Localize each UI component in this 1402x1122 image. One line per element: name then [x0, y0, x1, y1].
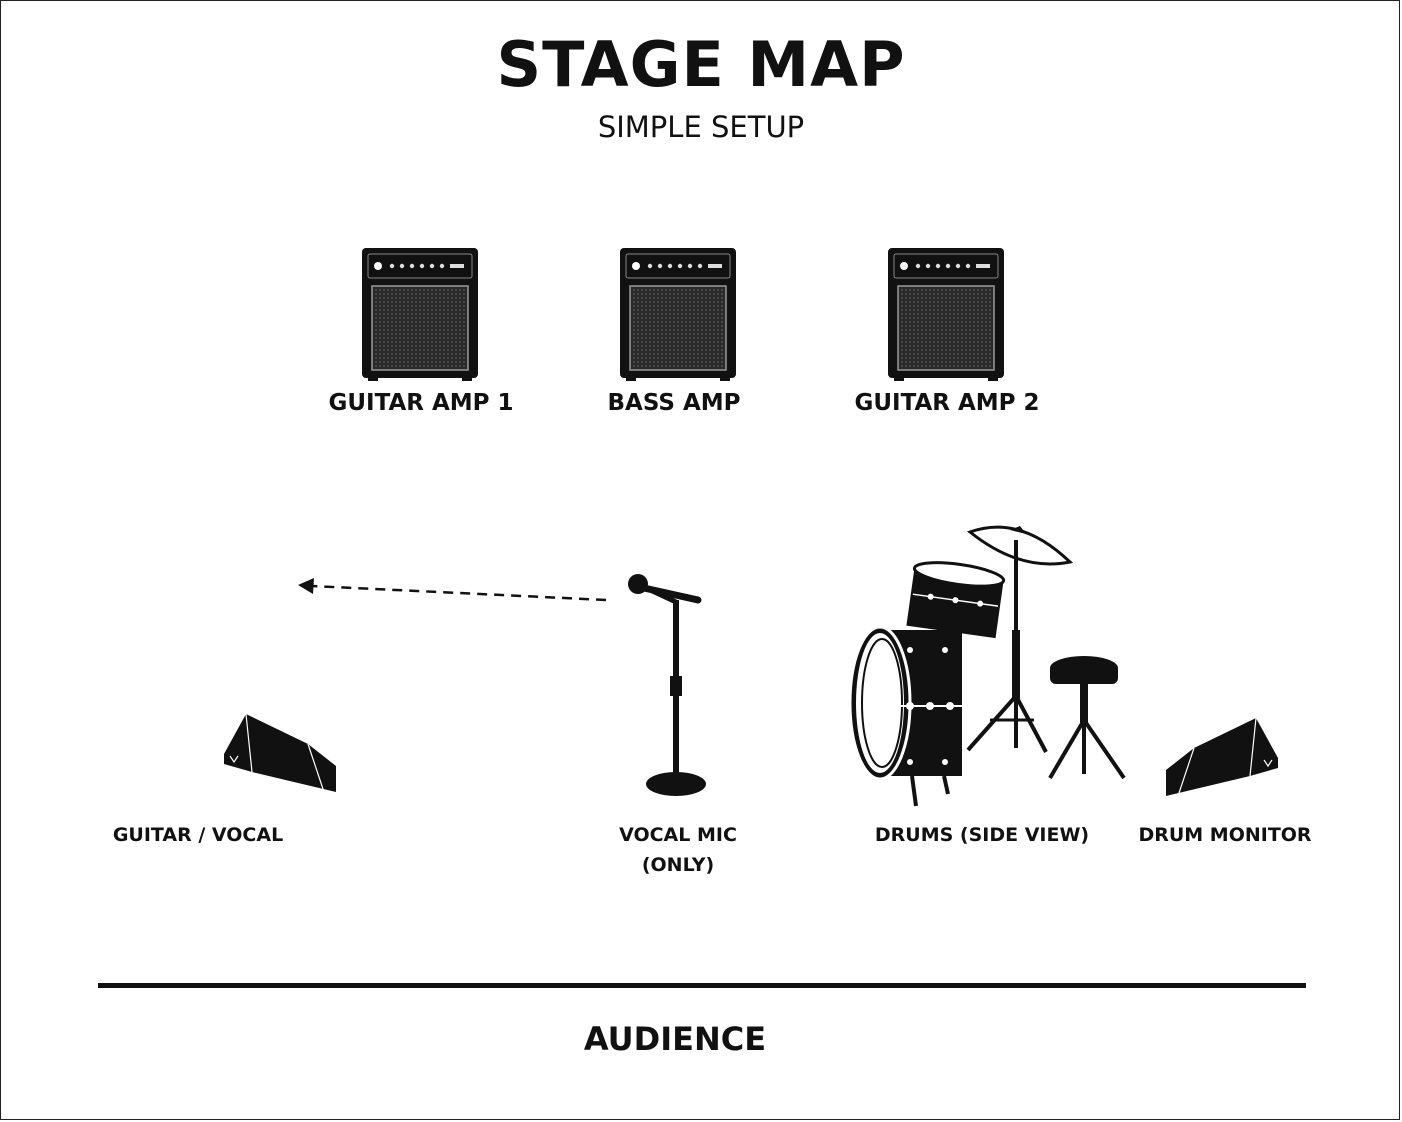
vocal-mic-label-line1: VOCAL MIC — [619, 824, 737, 846]
guitar-amp-2-icon — [887, 247, 1005, 382]
page-subtitle: SIMPLE SETUP — [597, 110, 805, 144]
drum-monitor-label: DRUM MONITOR — [1138, 824, 1312, 846]
vocal-mic-icon — [628, 574, 706, 796]
drum-kit-icon — [848, 525, 1126, 807]
guitar-vocal-label: GUITAR / VOCAL — [112, 824, 284, 846]
bass-amp-icon — [619, 247, 737, 382]
vocal-mic-label-line2: (ONLY) — [641, 854, 715, 876]
drum-monitor-icon — [1165, 717, 1279, 797]
guitar-amp-1-label: GUITAR AMP 1 — [328, 390, 514, 416]
guitar-amp-1-icon — [361, 247, 479, 382]
guitar-vocal-monitor-icon — [223, 713, 337, 793]
audience-label: AUDIENCE — [583, 1020, 767, 1058]
bass-amp-label: BASS AMP — [607, 390, 741, 416]
stage-edge-line — [98, 983, 1306, 988]
guitar-amp-2-label: GUITAR AMP 2 — [854, 390, 1040, 416]
page-title: STAGE MAP — [496, 28, 906, 101]
drums-label: DRUMS (SIDE VIEW) — [874, 824, 1090, 846]
dashed-arrow-icon — [298, 578, 607, 602]
vocal-mic-label: VOCAL MIC (ONLY) — [619, 820, 737, 880]
